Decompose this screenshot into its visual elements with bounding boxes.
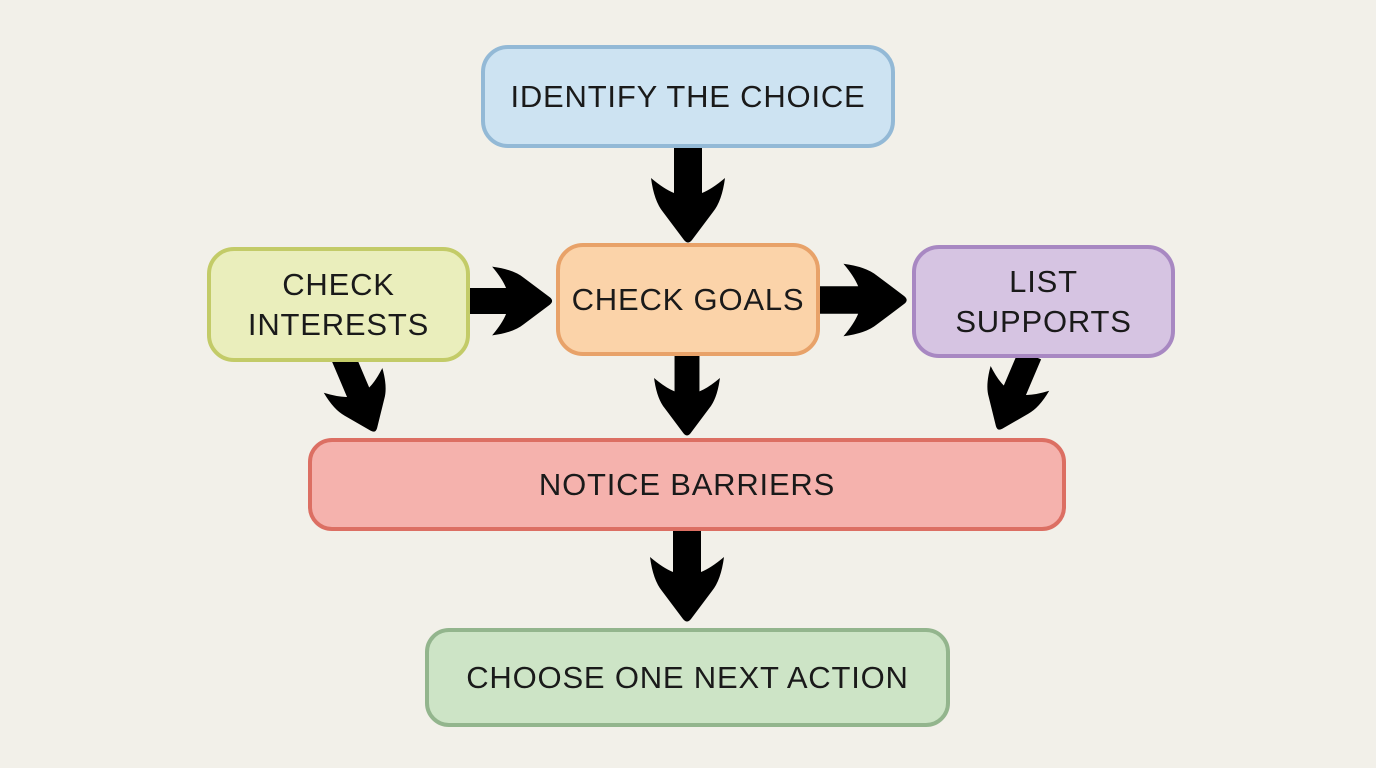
arrow-barriers-to-action — [650, 527, 724, 622]
node-choose-one-next-action: CHOOSE ONE NEXT ACTION — [425, 628, 950, 727]
node-identify-label: IDENTIFY THE CHOICE — [510, 78, 866, 114]
arrow-goals-to-barriers — [654, 351, 720, 436]
arrow-goals-to-supports — [814, 263, 907, 337]
node-supports-label: LIST SUPPORTS — [955, 263, 1132, 339]
node-check-goals: CHECK GOALS — [556, 243, 820, 356]
node-list-supports: LIST SUPPORTS — [912, 245, 1175, 358]
node-barriers-label: NOTICE BARRIERS — [538, 466, 836, 502]
node-identify-the-choice: IDENTIFY THE CHOICE — [481, 45, 895, 148]
node-notice-barriers: NOTICE BARRIERS — [308, 438, 1066, 531]
node-action-label: CHOOSE ONE NEXT ACTION — [466, 659, 909, 695]
arrow-identify-to-goals — [651, 148, 725, 243]
node-goals-label: CHECK GOALS — [571, 281, 805, 317]
node-check-interests: CHECK INTERESTS — [207, 247, 470, 362]
arrow-interests-to-goals — [464, 266, 553, 336]
node-interests-label: CHECK INTERESTS — [247, 266, 430, 342]
